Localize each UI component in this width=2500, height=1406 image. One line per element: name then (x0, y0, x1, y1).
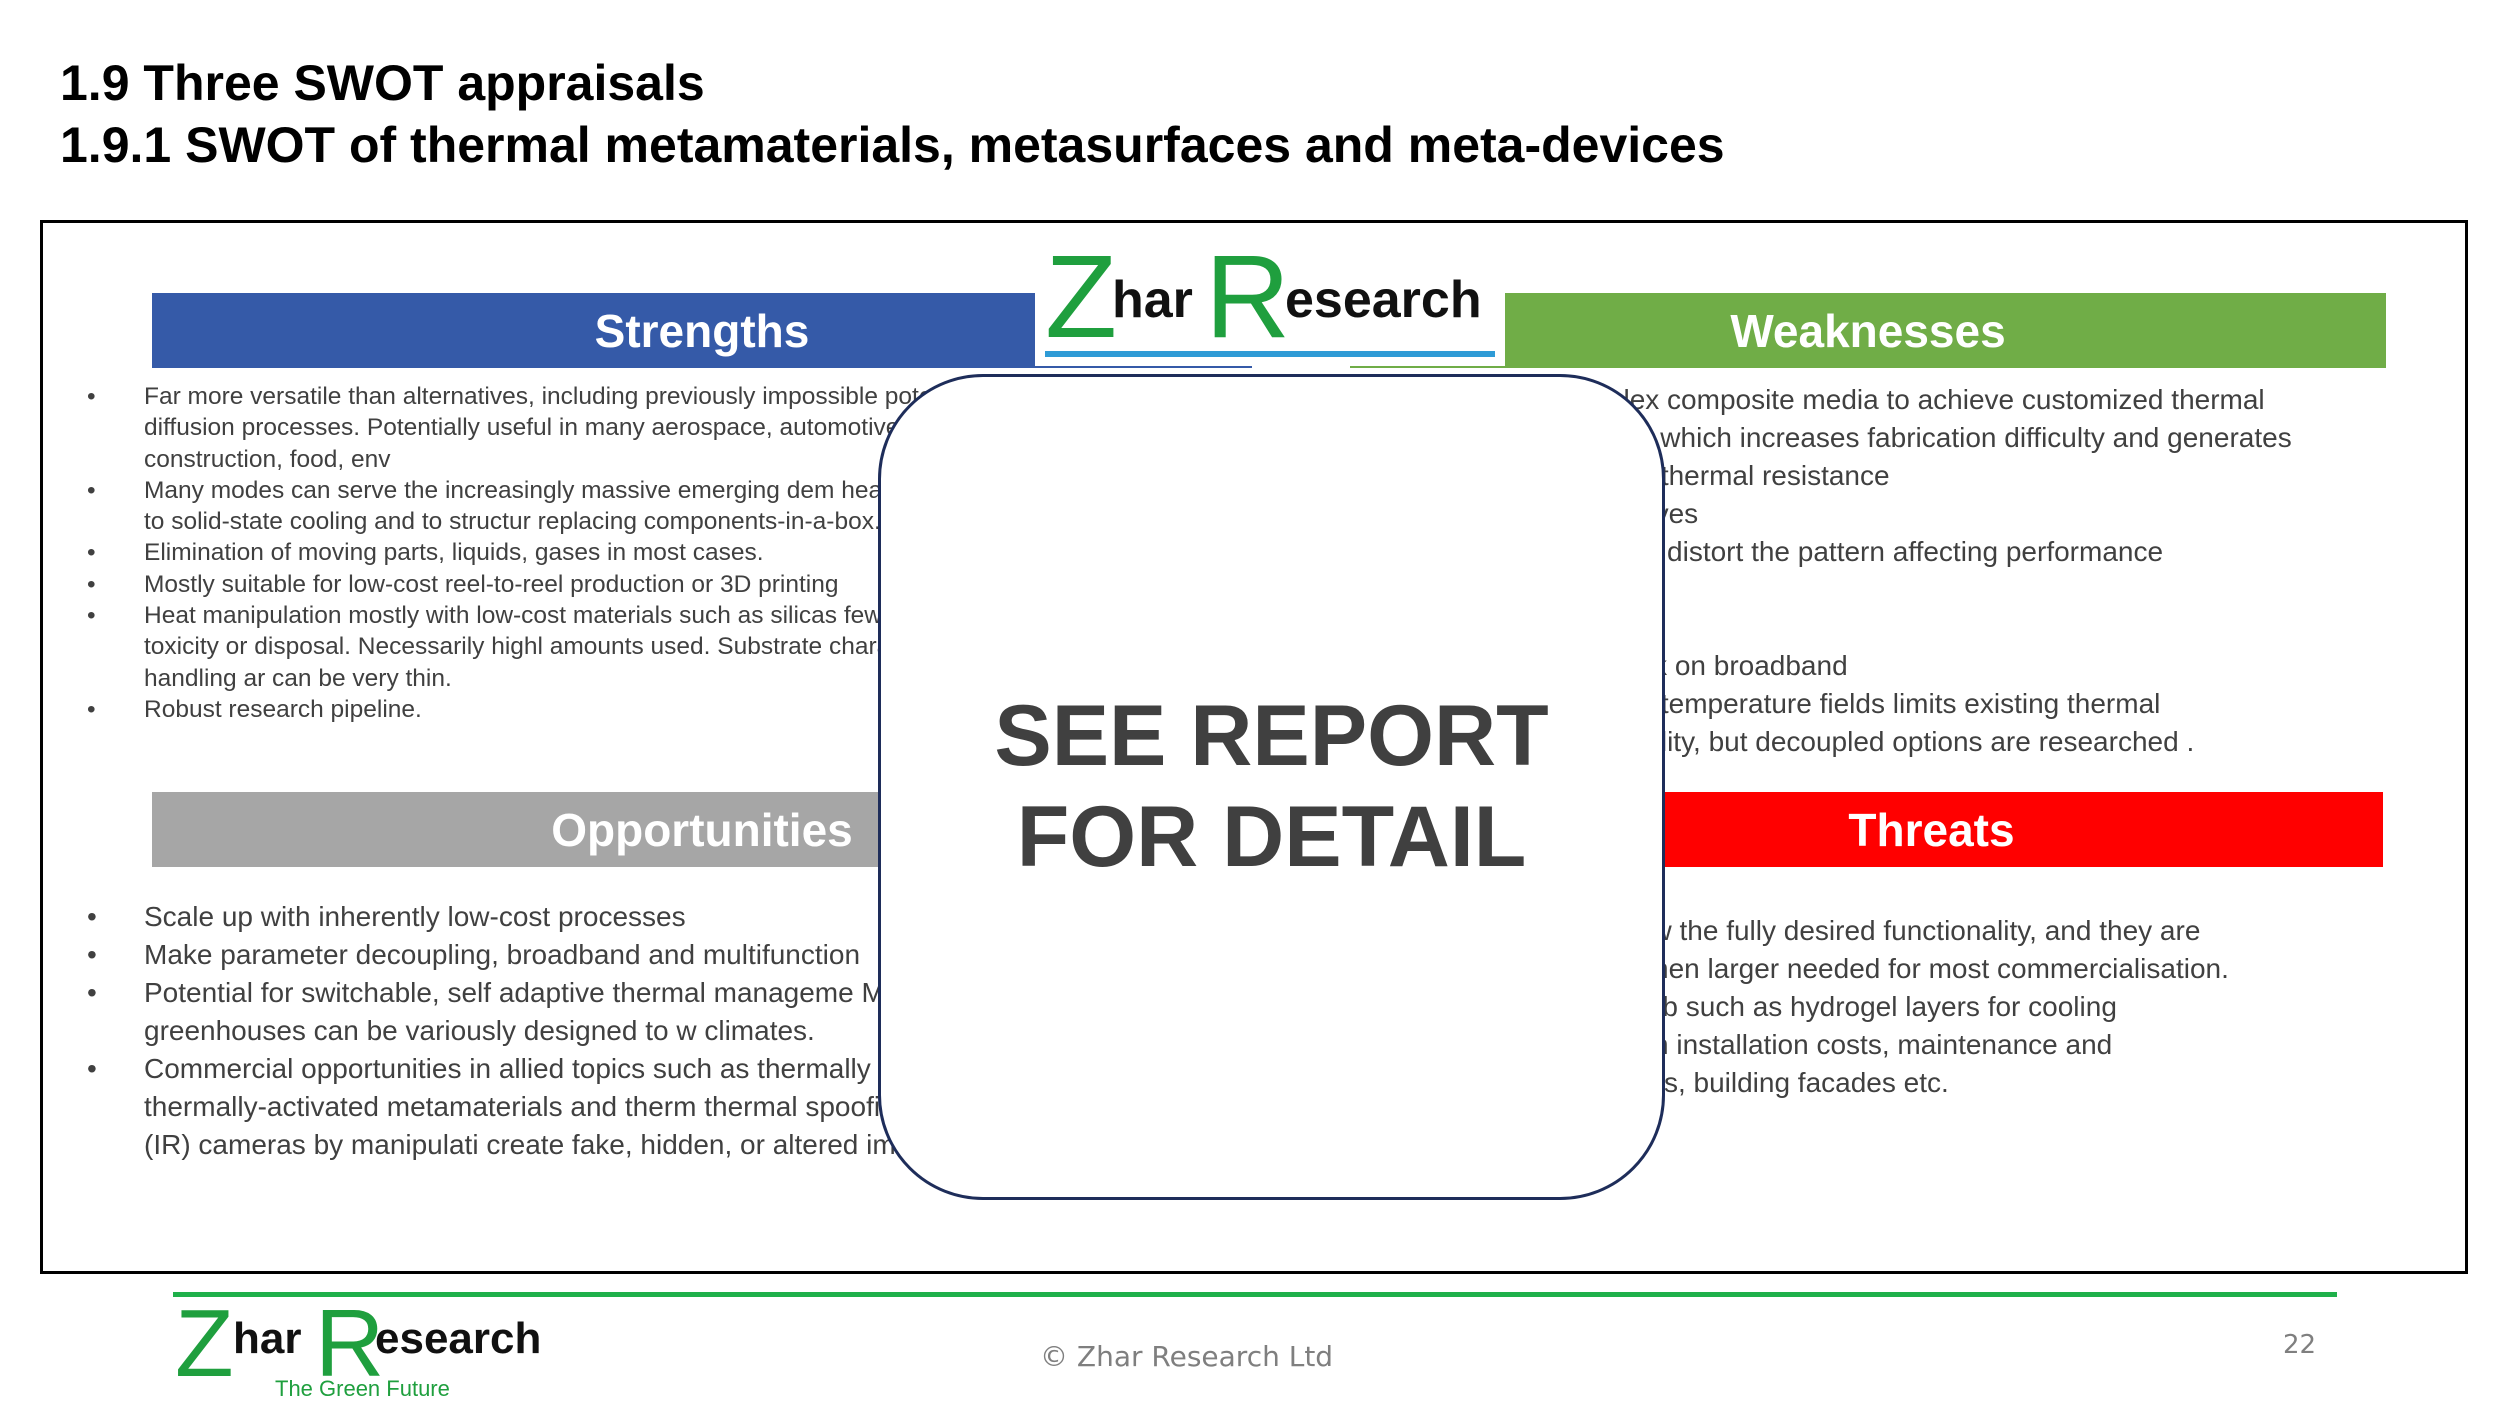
list-item: il to show the fully desired functionali… (1498, 912, 2455, 950)
logo-text-esearch: esearch (1285, 271, 1482, 329)
list-item: uch work on broadband (1498, 647, 2455, 685)
see-report-overlay: SEE REPORT FOR DETAIL (878, 374, 1665, 1200)
list-item: ding (1498, 609, 2455, 647)
logo-letter-z: Z (1045, 231, 1118, 363)
footer-logo-har: har (233, 1314, 302, 1363)
list-item: versions distort the pattern affecting p… (1498, 533, 2455, 571)
list-item: Make parameter decoupling, broadband and… (87, 936, 1144, 974)
list-item: Many modes can serve the increasingly ma… (87, 475, 1144, 538)
swot-frame (40, 220, 2468, 1274)
page-number: 22 (2283, 1330, 2317, 1360)
list-item: Potential for switchable, self adaptive … (87, 974, 1144, 1050)
list-item: it on walls, building facades etc. (1498, 1064, 2455, 1102)
list-item: Mostly suitable for low-cost reel-to-ree… (87, 569, 1144, 601)
footer-logo: Z har R esearch The Green Future (175, 1296, 595, 1406)
list-item: ng the job such as hydrogel layers for c… (1498, 988, 2455, 1026)
overlay-line-1: SEE REPORT (994, 687, 1549, 784)
footer-divider (173, 1292, 2337, 1297)
list-item: terfacial thermal resistance (1498, 457, 2455, 495)
footer-logo-esearch: esearch (375, 1314, 542, 1363)
footer-tagline: The Green Future (275, 1376, 450, 1401)
list-item: unctionality, but decoupled options are … (1498, 723, 2455, 761)
overlay-line-2: FOR DETAIL (1016, 789, 1527, 885)
list-item: flux and temperature fields limits exist… (1498, 685, 2455, 723)
list-item: sotropy, which increases fabrication dif… (1498, 419, 2455, 457)
weaknesses-header: Weaknesses (1350, 293, 2386, 368)
slide-title: 1.9 Three SWOT appraisals (60, 55, 705, 111)
list-item: Scale up with inherently low-cost proces… (87, 898, 1144, 936)
list-item: Elimination of moving parts, liquids, ga… (87, 537, 1144, 569)
logo-text-har: har (1112, 271, 1193, 329)
list-item: areas when larger needed for most commer… (1498, 950, 2455, 988)
list-item: very high installation costs, maintenanc… (1498, 1026, 2455, 1064)
list-item: Robust research pipeline. (87, 694, 1144, 726)
list-item: complex composite media to achieve custo… (1498, 381, 2455, 419)
footer-logo-z: Z (175, 1290, 234, 1397)
logo-letter-r: R (1205, 231, 1291, 363)
copyright-text: © Zhar Research Ltd (1040, 1340, 1334, 1373)
list-item: r volume (1498, 571, 2455, 609)
logo-underline (1045, 351, 1495, 357)
weaknesses-list: complex composite media to achieve custo… (1498, 381, 2455, 761)
zhar-research-logo: Z har R esearch (1035, 238, 1505, 366)
footer-logo-r: R (315, 1290, 385, 1397)
list-item: alternatives (1498, 495, 2455, 533)
slide-subtitle: 1.9.1 SWOT of thermal metamaterials, met… (60, 117, 1725, 173)
threats-list: il to show the fully desired functionali… (1498, 912, 2455, 1102)
